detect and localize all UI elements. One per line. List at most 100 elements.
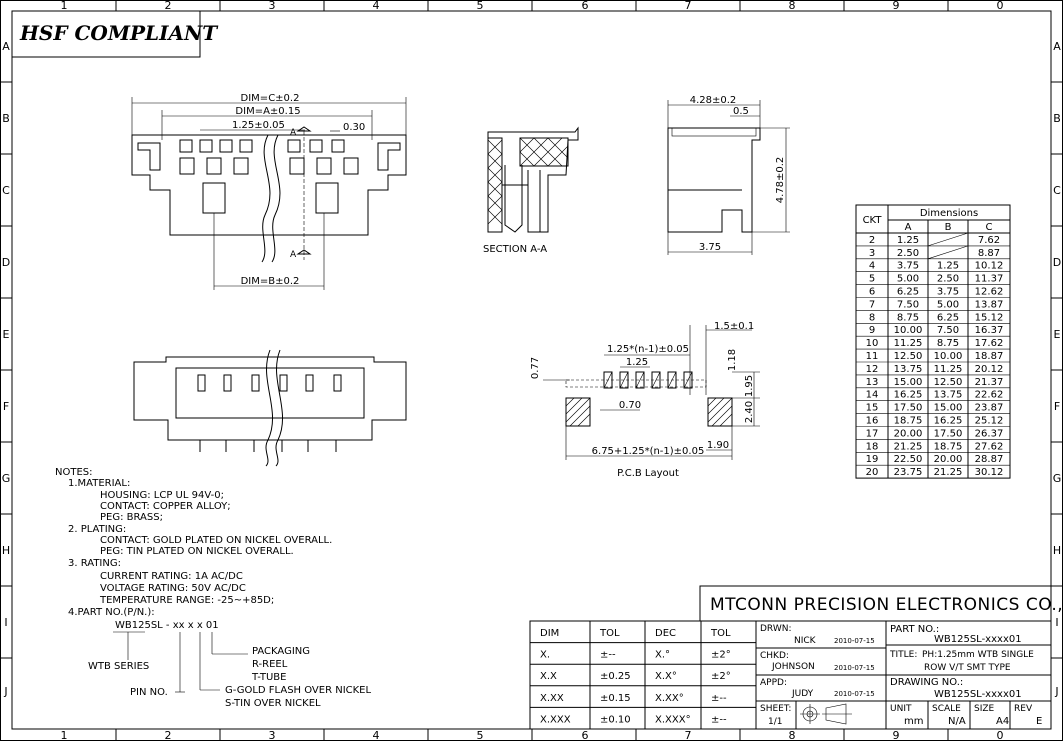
- projection-symbol-icon: [800, 703, 852, 725]
- ckt-cell: 12: [866, 364, 879, 375]
- hsf-compliant-box: HSF COMPLIANT: [12, 11, 219, 58]
- dim-c-cell: 22.62: [975, 390, 1004, 401]
- title-label: TITLE:: [889, 650, 917, 660]
- note-contact-plating: CONTACT: GOLD PLATED ON NICKEL OVERALL.: [100, 535, 332, 546]
- zone-row-h: H: [2, 544, 10, 557]
- tol-cell: X.XX°: [655, 693, 684, 704]
- svg-text:5: 5: [477, 729, 484, 741]
- dim-a-label: DIM=A±0.15: [235, 106, 300, 117]
- drawing-no-value: WB125SL-xxxx01: [934, 689, 1022, 700]
- tol-header: TOL: [710, 628, 731, 639]
- zone-col-1: 1: [61, 0, 68, 12]
- dim-a-cell: 17.50: [894, 403, 923, 414]
- ckt-cell: 14: [866, 390, 879, 401]
- ckt-cell: 18: [866, 441, 879, 452]
- dim-b-cell: 7.50: [937, 325, 959, 336]
- side-view: 4.28±0.2 0.5 4.78±0.2 3.75: [667, 95, 790, 255]
- side-offset-label: 0.5: [733, 106, 749, 117]
- zone-row-a: A: [2, 40, 10, 53]
- ckt-cell: 20: [866, 467, 879, 478]
- title-line-2: ROW V/T SMT TYPE: [924, 663, 1011, 673]
- rev-label: REV: [1014, 704, 1033, 714]
- dim-b-cell: 6.25: [937, 312, 959, 323]
- wtb-series-label: WTB SERIES: [88, 661, 149, 672]
- hsf-compliant-label: HSF COMPLIANT: [19, 21, 219, 45]
- note-material: 1.MATERIAL:: [68, 478, 130, 489]
- svg-text:D: D: [1053, 256, 1061, 269]
- section-a-a-view: SECTION A-A: [483, 126, 579, 255]
- dim-b-cell: 15.00: [934, 403, 963, 414]
- drawing-no-label: DRAWING NO.:: [890, 677, 963, 688]
- dim-col-header: A: [905, 222, 912, 233]
- svg-text:7: 7: [685, 729, 692, 741]
- dim-a-cell: 23.75: [894, 467, 923, 478]
- dim-c-label: DIM=C±0.2: [241, 93, 300, 104]
- tol-cell: X.XX: [540, 693, 564, 704]
- zone-rows: A B C D E F G H I J A B C D E F G H I J: [0, 40, 1063, 698]
- pcb-layout: 1.25*(n-1)±0.05 1.25 1.5±0.1 1.18 0.77 0…: [530, 321, 760, 479]
- notes-title: NOTES:: [55, 467, 93, 478]
- note-peg-plating: PEG: TIN PLATED ON NICKEL OVERALL.: [100, 546, 294, 557]
- zone-row-g: G: [2, 472, 11, 485]
- part-no-pattern: WB125SL - xx x x 01: [115, 620, 219, 631]
- dim-a-cell: 15.00: [894, 377, 923, 388]
- dim-c-cell: 7.62: [978, 235, 1000, 246]
- dim-a-cell: 22.50: [894, 454, 923, 465]
- zone-row-j: J: [3, 685, 7, 698]
- pcb-layout-label: P.C.B Layout: [617, 468, 679, 479]
- dim-b-cell: 12.50: [934, 377, 963, 388]
- r-reel-label: R-REEL: [252, 659, 288, 670]
- dim-c-cell: 20.12: [975, 364, 1004, 375]
- unit-label: UNIT: [890, 704, 912, 714]
- svg-text:1: 1: [61, 729, 68, 741]
- tol-cell: ±--: [711, 714, 727, 725]
- dim-c-cell: 16.37: [975, 325, 1004, 336]
- notes-section: NOTES: 1.MATERIAL: HOUSING: LCP UL 94V-0…: [55, 467, 372, 709]
- side-depth-label: 3.75: [699, 242, 721, 253]
- dim-b-cell: 10.00: [934, 351, 963, 362]
- dim-b-cell: 11.25: [934, 364, 963, 375]
- part-no-label: PART NO.:: [890, 624, 939, 635]
- sheet-label: SHEET:: [760, 704, 791, 714]
- zone-row-i: I: [4, 616, 7, 629]
- ckt-cell: 15: [866, 403, 879, 414]
- dim-c-cell: 8.87: [978, 248, 1000, 259]
- ckt-cell: 5: [869, 274, 875, 285]
- note-peg: PEG: BRASS;: [100, 512, 163, 523]
- svg-text:4: 4: [373, 729, 380, 741]
- ckt-cell: 7: [869, 299, 875, 310]
- zone-row-b: B: [2, 112, 10, 125]
- pcb-pitch: 1.25: [626, 357, 648, 368]
- pcb-pad-len: 1.18: [727, 349, 738, 371]
- dim-col-header: C: [986, 222, 993, 233]
- unit-value: mm: [904, 716, 923, 727]
- tol-cell: ±2°: [711, 671, 731, 682]
- zone-col-5: 5: [477, 0, 484, 12]
- note-contact: CONTACT: COPPER ALLOY;: [100, 501, 231, 512]
- pitch-label: 1.25±0.05: [232, 120, 285, 131]
- dim-a-cell: 12.50: [894, 351, 923, 362]
- dim-a-cell: 13.75: [894, 364, 923, 375]
- top-view: [133, 349, 407, 467]
- section-mark-top: A: [290, 128, 297, 138]
- dim-c-cell: 21.37: [975, 377, 1004, 388]
- svg-text:C: C: [1053, 184, 1061, 197]
- dim-a-cell: 1.25: [897, 235, 919, 246]
- svg-text:9: 9: [893, 729, 900, 741]
- ckt-cell: 13: [866, 377, 879, 388]
- svg-text:G: G: [1053, 472, 1062, 485]
- dim-c-cell: 12.62: [975, 287, 1004, 298]
- pin-no-label: PIN NO.: [130, 687, 168, 698]
- zone-row-e: E: [3, 328, 10, 341]
- svg-text:F: F: [1054, 400, 1060, 413]
- zone-row-c: C: [2, 184, 10, 197]
- drwn-name: NICK: [794, 636, 817, 646]
- dim-c-cell: 11.37: [975, 274, 1004, 285]
- part-no-value: WB125SL-xxxx01: [934, 634, 1022, 645]
- appd-label: APPD:: [760, 678, 787, 688]
- tol-cell: X.XXX: [540, 714, 571, 725]
- dim-a-cell: 7.50: [897, 299, 919, 310]
- tol-cell: X.°: [655, 650, 670, 661]
